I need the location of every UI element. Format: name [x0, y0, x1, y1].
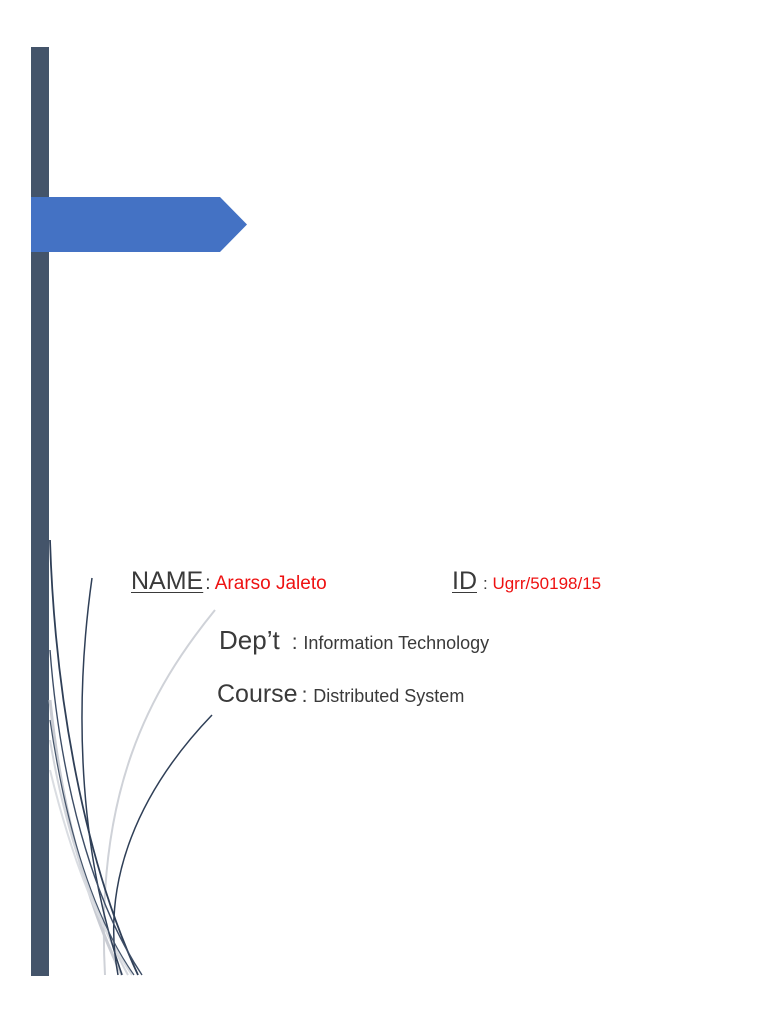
id-separator: :: [483, 574, 493, 593]
course-field: Course: Distributed System: [217, 680, 464, 709]
name-field: NAME: Ararso Jaleto: [131, 567, 327, 596]
curve-dark-2: [81, 577, 123, 976]
course-value: Distributed System: [313, 686, 465, 706]
curve-dark-5: [49, 719, 135, 976]
curve-light-2: [48, 699, 124, 976]
course-label: Course: [217, 680, 298, 708]
curve-light-3: [49, 739, 129, 976]
id-value: Ugrr/50198/15: [492, 574, 602, 593]
name-separator: :: [205, 573, 215, 594]
department-value: Information Technology: [303, 633, 490, 653]
curve-dark-1: [49, 539, 139, 976]
curve-dark-3: [112, 714, 213, 976]
id-field: ID: Ugrr/50198/15: [452, 567, 601, 596]
department-field: Dep’t: Information Technology: [219, 625, 489, 656]
ribbon-polygon: [31, 197, 247, 252]
id-label: ID: [452, 567, 477, 595]
department-separator: :: [291, 631, 304, 654]
name-value: Ararso Jaleto: [214, 573, 327, 594]
curve-dark-4: [49, 649, 143, 976]
curve-light-4: [49, 769, 133, 976]
arrow-ribbon-shape: [31, 197, 247, 252]
curve-light-1: [102, 609, 216, 976]
name-label: NAME: [131, 567, 204, 595]
vertical-sidebar-bar: [31, 47, 49, 976]
department-label: Dep’t: [219, 625, 280, 655]
course-separator: :: [301, 684, 314, 707]
